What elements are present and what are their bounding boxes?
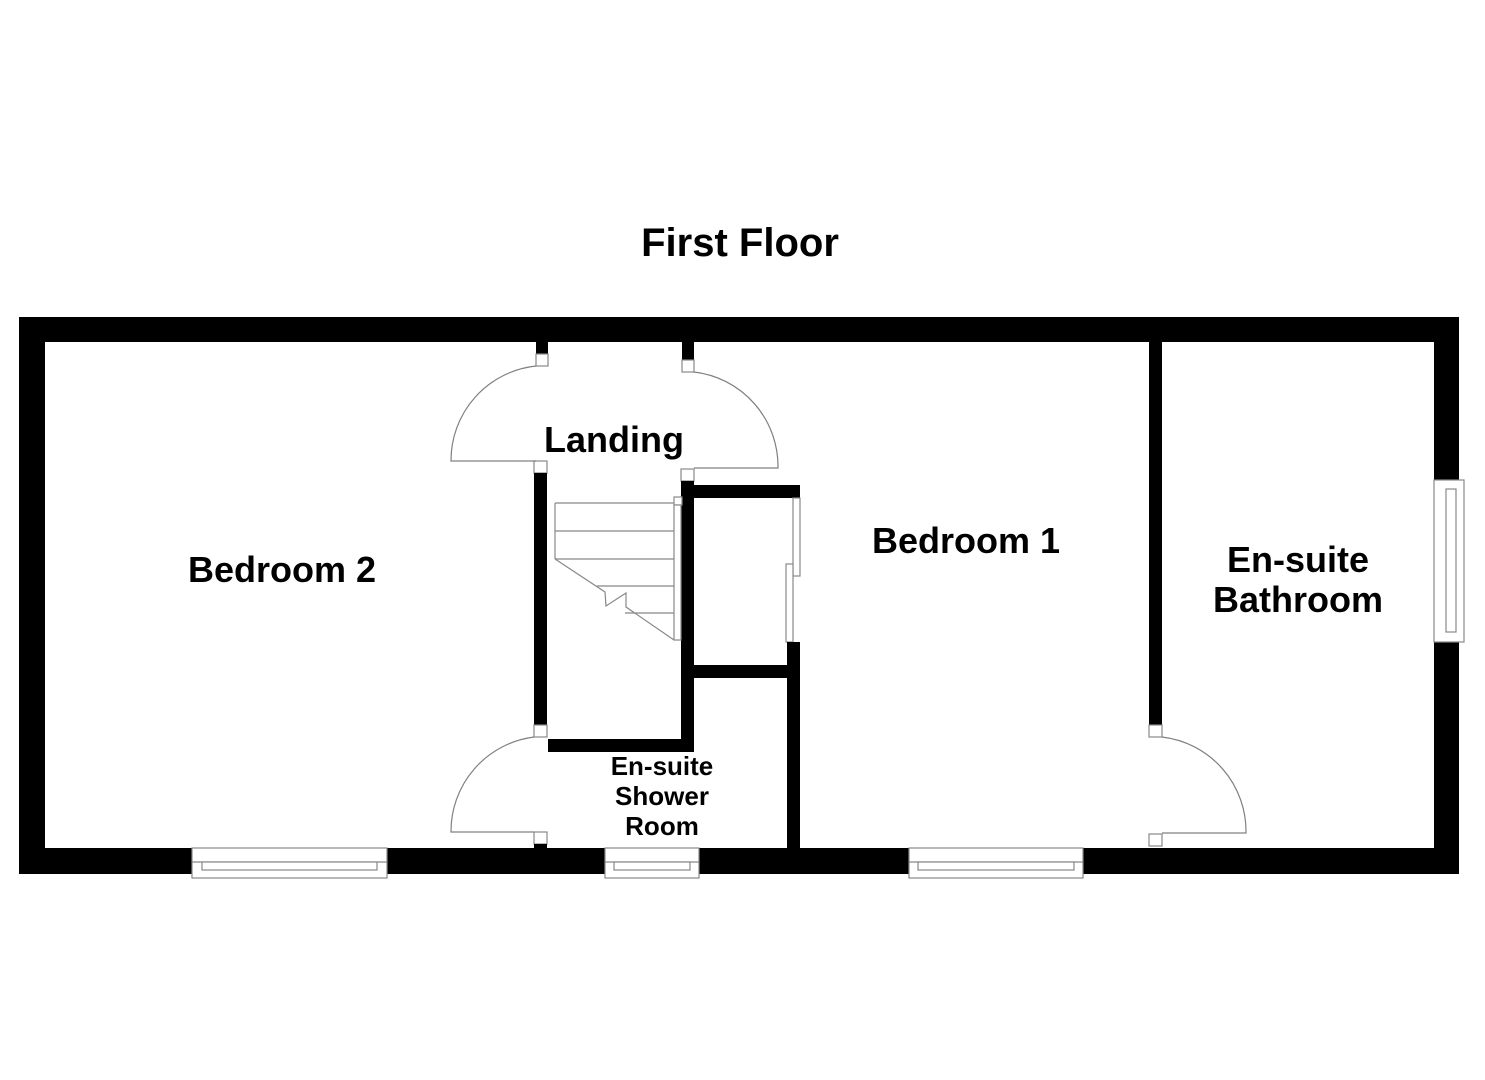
door-shower-room [450, 736, 535, 833]
room-label-bedroom1: Bedroom 1 [872, 520, 1060, 561]
room-label-bathroom-line2: Bathroom [1213, 579, 1383, 620]
room-label-shower-line2: Shower [615, 781, 709, 811]
window-bedroom1 [908, 847, 1084, 879]
door-bedroom1 [693, 371, 779, 469]
room-label-shower-line1: En-suite [611, 751, 714, 781]
window-shower-room [604, 847, 700, 879]
window-bathroom [1433, 479, 1465, 643]
window-bedroom2 [191, 847, 388, 879]
interior-walls [533, 342, 1163, 848]
door-bedroom2 [450, 365, 537, 462]
room-label-shower-line3: Room [625, 811, 699, 841]
floor-title: First Floor [641, 221, 839, 265]
outer-walls [19, 317, 1459, 874]
door-bathroom [1161, 736, 1247, 834]
room-label-landing: Landing [544, 419, 684, 460]
staircase [554, 496, 683, 641]
room-label-bathroom-line1: En-suite [1227, 539, 1369, 580]
room-label-bedroom2: Bedroom 2 [188, 549, 376, 590]
